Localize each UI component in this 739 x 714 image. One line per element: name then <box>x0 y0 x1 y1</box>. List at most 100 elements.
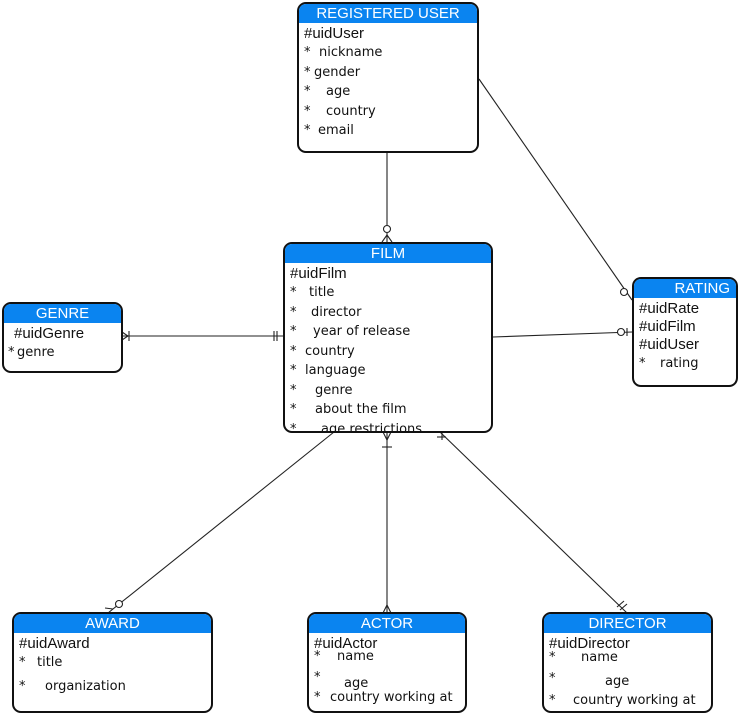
attribute-row: * nickname <box>304 43 477 63</box>
entity-director[interactable]: DIRECTOR #uidDirector * name * age * countr… <box>542 612 713 713</box>
entity-key: #uidFilm <box>290 265 347 282</box>
attribute-name: title <box>309 285 335 300</box>
attribute-row: *genre <box>8 343 121 363</box>
attribute-marker: * <box>304 103 311 119</box>
attribute-name: age restrictions <box>321 421 423 433</box>
attribute-marker: * <box>8 345 15 360</box>
entity-key: #uidDirector <box>549 635 630 652</box>
attribute-marker: * <box>290 402 297 417</box>
attribute-marker: * <box>290 304 297 320</box>
attribute-row: * name <box>314 649 465 664</box>
attribute-marker: * <box>304 84 311 99</box>
attribute-row: * organization <box>19 677 211 697</box>
attribute-marker: * <box>290 363 297 378</box>
attribute-row: * genre <box>290 381 491 401</box>
attribute-row: *about the film <box>290 400 491 420</box>
entity-actor[interactable]: ACTOR #uidActor * name * age * country work… <box>307 612 467 713</box>
entity-key: #uidFilm <box>639 318 696 335</box>
attribute-marker: * <box>549 650 556 665</box>
attribute-row: * country <box>304 102 477 122</box>
user-film-crowfoot <box>381 234 388 243</box>
attribute-row: * age <box>549 669 711 689</box>
attribute-marker: * <box>314 649 321 664</box>
entity-rating[interactable]: RATING #uidRate #uidFilm #uidUser *ratin… <box>632 277 738 387</box>
attribute-name: country working at <box>573 692 696 708</box>
attribute-name: age <box>326 84 351 99</box>
attribute-name: genre <box>17 345 55 360</box>
entity-title: DIRECTOR <box>544 614 711 633</box>
entity-key: #uidAward <box>19 635 90 652</box>
attribute-row: * age restrictions <box>290 420 491 433</box>
entity-title: RATING <box>634 279 736 298</box>
attribute-row: * country <box>290 342 491 362</box>
attribute-row: * year of release <box>290 322 491 342</box>
attribute-name: country <box>305 343 355 359</box>
entity-key: #uidUser <box>639 336 700 353</box>
attribute-name: organization <box>45 678 126 694</box>
attribute-name: genre <box>315 382 353 398</box>
attribute-marker: * <box>290 324 297 339</box>
entity-title: REGISTERED USER <box>299 4 477 23</box>
film-rating-optional-mark <box>616 327 626 337</box>
attribute-marker: * <box>314 670 321 685</box>
attribute-name: country <box>326 103 376 119</box>
attribute-marker: * <box>639 356 646 371</box>
film-actor-crowfoot <box>386 431 392 441</box>
attribute-row: * country working at <box>549 691 711 711</box>
film-award-line <box>107 431 335 614</box>
user-film-crowfoot <box>386 234 393 243</box>
attribute-name: year of release <box>313 324 411 339</box>
attribute-marker: * <box>19 655 26 670</box>
genre-film-crowfoot <box>121 331 129 337</box>
user-rating-line <box>478 78 633 301</box>
director-film-bar <box>616 600 625 608</box>
attribute-row: * title <box>290 283 491 303</box>
entity-title: GENRE <box>4 304 121 323</box>
attribute-marker: * <box>304 45 311 60</box>
attribute-marker: * <box>549 671 556 686</box>
attribute-marker: * <box>19 678 26 694</box>
attribute-marker: * <box>549 692 556 708</box>
attribute-marker: * <box>290 343 297 359</box>
entity-title: ACTOR <box>309 614 465 633</box>
attribute-marker: * <box>290 421 297 433</box>
attribute-row: * name <box>549 650 711 665</box>
entity-award[interactable]: AWARD #uidAward *title * organization <box>12 612 213 713</box>
entity-genre[interactable]: GENRE #uidGenre *genre <box>2 302 123 373</box>
attribute-row: * country working at <box>314 688 465 708</box>
attribute-row: * age <box>314 668 465 691</box>
attribute-marker: * <box>290 382 297 398</box>
attribute-name: age <box>605 674 630 689</box>
entity-key: #uidActor <box>314 635 378 652</box>
user-film-optional-mark <box>382 224 392 234</box>
genre-film-crowfoot <box>121 335 129 341</box>
attribute-name: language <box>305 363 366 378</box>
attribute-name: director <box>311 304 362 320</box>
attribute-name: age <box>344 676 369 691</box>
entity-key: #uidRate <box>639 300 700 317</box>
attribute-name: email <box>318 123 354 138</box>
entity-title: AWARD <box>14 614 211 633</box>
attribute-marker: * <box>304 64 311 80</box>
attribute-row: *gender <box>304 63 477 83</box>
entity-key: #uidGenre <box>14 325 85 342</box>
attribute-name: name <box>337 649 374 664</box>
film-rating-line <box>492 331 633 338</box>
entity-film[interactable]: FILM #uidFilm * title * director * year of … <box>283 242 493 433</box>
attribute-marker: * <box>290 285 297 300</box>
attribute-name: name <box>581 650 618 665</box>
attribute-marker: * <box>304 123 311 138</box>
entity-title: FILM <box>285 244 491 263</box>
attribute-row: *title <box>19 653 211 673</box>
attribute-marker: * <box>314 689 321 705</box>
attribute-row: * director <box>290 303 491 323</box>
attribute-row: *rating <box>639 354 736 374</box>
director-film-bar <box>619 603 628 611</box>
entity-key: #uidUser <box>304 25 365 42</box>
film-actor-crowfoot <box>382 431 388 441</box>
attribute-row: * age <box>304 82 477 102</box>
attribute-name: country working at <box>330 689 453 705</box>
entity-registered-user[interactable]: REGISTERED USER #uidUser * nickname *gend… <box>297 2 479 153</box>
attribute-name: nickname <box>319 45 383 60</box>
